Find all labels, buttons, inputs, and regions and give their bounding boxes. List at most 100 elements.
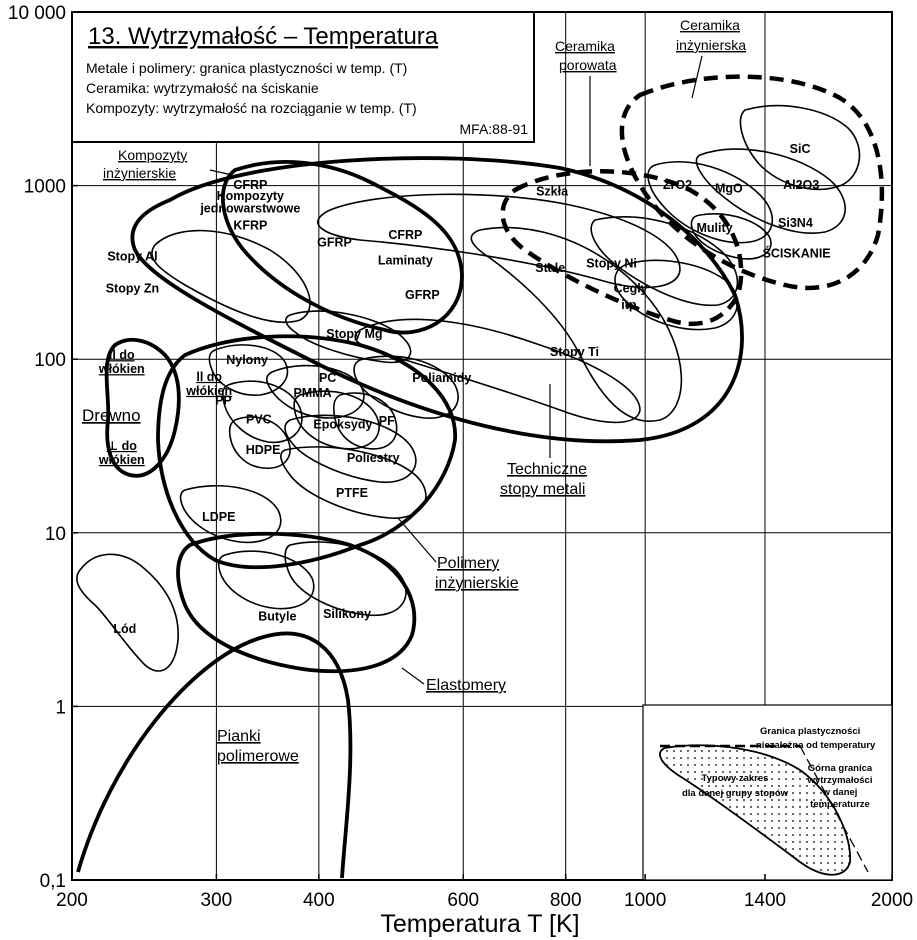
inset-label-7: w danej <box>822 787 858 798</box>
material-label: jednowarstwowe <box>199 201 300 215</box>
inset-label-5: Górna granica <box>808 763 873 774</box>
material-label: Nylony <box>226 353 268 367</box>
wood-label-line: ll do <box>196 370 222 384</box>
y-tick-label: 0,1 <box>40 871 66 892</box>
leader-elastomery <box>401 667 425 685</box>
legend-frame <box>71 11 535 143</box>
envelope-wood <box>104 337 181 478</box>
material-label: Lód <box>113 622 136 636</box>
material-label: LDPE <box>202 510 235 524</box>
envelope-ice <box>76 553 179 672</box>
material-label: Laminaty <box>378 254 433 268</box>
x-tick-label: 300 <box>201 890 233 911</box>
x-axis-title: Temperatura T [K] <box>380 910 579 938</box>
envelope-metals <box>130 156 744 444</box>
bubble-ptfe <box>280 446 427 519</box>
bubble-nylon <box>208 344 289 396</box>
legend-line-2: Ceramika: wytrzymałość na ściskanie <box>86 80 319 96</box>
wood-label-line: ll do <box>109 348 135 362</box>
envelope-elastomers <box>176 531 417 674</box>
bubble-bricks <box>614 259 739 331</box>
material-label: HDPE <box>246 443 281 457</box>
inset-label-8: temperaturze <box>810 799 870 810</box>
material-label: PP <box>215 393 232 407</box>
material-label: Stopy Ni <box>586 257 637 271</box>
wood-label-line: ⊥ do <box>107 439 138 453</box>
envelope-eng-ceramics <box>619 74 885 291</box>
bubble-steels <box>470 226 683 422</box>
bubble-ti <box>354 318 641 424</box>
y-tick-label: 1 <box>55 697 66 718</box>
bubble-butyl <box>217 550 315 610</box>
bubble-al2o3 <box>695 148 846 234</box>
leader-polimery <box>397 517 437 563</box>
bubble-mg <box>285 310 412 364</box>
label-ceramika-porowata-1: Ceramika <box>555 38 615 54</box>
family-labels: Kompozyty inżynierskie Ceramika porowata… <box>82 17 746 765</box>
label-pianki-1: Pianki <box>217 728 261 745</box>
x-tick-label: 200 <box>56 890 88 911</box>
label-techniczne-2: stopy metali <box>500 481 585 498</box>
data-marks: CFRPKompozytyjednowarstwoweKFRPGFRPCFRPL… <box>98 142 831 636</box>
material-label: ŚCISKANIE <box>763 246 831 261</box>
wood-label-line: włókien <box>98 453 145 467</box>
material-label: GFRP <box>405 288 440 302</box>
legend-line-1: Metale i polimery: granica plastyczności… <box>86 60 407 76</box>
material-label: Silikony <box>323 607 371 621</box>
material-label: Stopy Mg <box>326 327 382 341</box>
envelopes <box>76 74 885 879</box>
material-label: Poliestry <box>347 451 400 465</box>
material-label: Stopy Ti <box>550 345 599 359</box>
x-tick-label: 1400 <box>744 890 786 911</box>
material-label: PF <box>379 414 395 428</box>
label-drewno: Drewno <box>82 406 141 425</box>
legend-line-3: Kompozyty: wytrzymałość na rozciąganie w… <box>86 100 417 116</box>
bubble-glasses <box>317 193 681 289</box>
material-label: Stale <box>535 261 565 275</box>
material-label: Cegły <box>614 282 648 296</box>
bubble-ldpe <box>179 484 282 544</box>
material-label: Stopy Zn <box>106 282 159 296</box>
bubble-polyester <box>284 414 417 483</box>
label-ceramika-porowata-2: porowata <box>559 57 617 73</box>
material-label: GFRP <box>317 236 352 250</box>
label-kompozyty-2: inżynierskie <box>103 165 176 181</box>
material-label: PTFE <box>336 486 368 500</box>
material-label: Epoksydy <box>313 418 372 432</box>
material-label: itp. <box>621 298 640 312</box>
bubble-polyamides <box>353 355 459 419</box>
y-tick-label: 10 000 <box>8 3 66 24</box>
x-tick-label: 2000 <box>871 890 913 911</box>
material-label: SiC <box>790 142 811 156</box>
inset-label-3: Typowy zakres <box>702 773 769 784</box>
material-label: CFRP <box>233 178 267 192</box>
envelope-polymers <box>156 334 457 570</box>
chart-title: 13. Wytrzymałość – Temperatura <box>88 23 439 50</box>
material-label: Butyle <box>258 609 296 623</box>
material-label: Mulity <box>696 221 732 235</box>
bubble-pf <box>332 392 398 450</box>
material-label: Poliamidy <box>412 371 471 385</box>
bubble-mulity <box>690 213 772 260</box>
y-tick-label: 100 <box>34 350 66 371</box>
material-label: PMMA <box>293 386 331 400</box>
inset-label-2: niezależna od temperatury <box>756 740 876 751</box>
x-tick-label: 400 <box>303 890 335 911</box>
label-ceramika-inz-2: inżynierska <box>676 37 746 53</box>
bubble-ni <box>590 216 739 307</box>
label-polimery-1: Polimery <box>437 555 499 572</box>
bubble-zro2-mgo <box>647 161 774 244</box>
leader-kompozyty <box>209 169 233 176</box>
legend-box: 13. Wytrzymałość – Temperatura Metale i … <box>71 11 535 143</box>
material-label: KFRP <box>233 218 267 232</box>
inset-label-1: Granica plastyczności <box>760 726 860 737</box>
bubble-pp-pvc <box>222 380 303 444</box>
inset-upper-line <box>799 745 869 873</box>
envelope-foams <box>76 631 353 879</box>
wood-label-line: włókien <box>98 362 145 376</box>
x-tick-label: 800 <box>550 890 582 911</box>
